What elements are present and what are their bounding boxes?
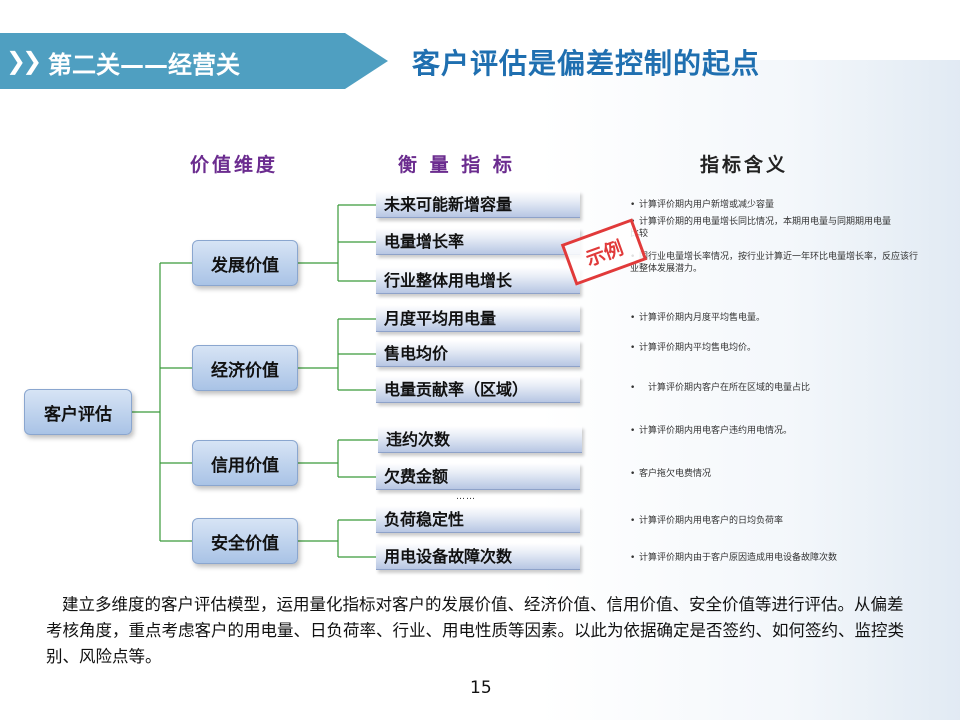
metric-item: 欠费金额 bbox=[376, 463, 580, 490]
meaning-item: •计算评价期内平均售电均价。 bbox=[630, 342, 920, 354]
bullet: • bbox=[630, 343, 636, 353]
metric-item: 电量贡献率（区域） bbox=[376, 376, 580, 403]
meaning-text: 计算评价期内用户新增或减少容量 bbox=[639, 200, 775, 210]
metric-item: 负荷稳定性 bbox=[376, 506, 580, 533]
bullet: • bbox=[630, 383, 636, 393]
dimension-label: 信用价值 bbox=[211, 455, 279, 476]
dimension-node-safety: 安全价值 bbox=[192, 518, 298, 564]
meaning-item: •计算评价期内由于客户原因造成用电设备故障次数 bbox=[630, 552, 920, 564]
metric-item: 用电设备故障次数 bbox=[376, 543, 580, 570]
column-head-metric: 衡 量 指 标 bbox=[398, 154, 515, 176]
bullet: • bbox=[630, 200, 636, 210]
meaning-text: 计算评价期内用电客户的日均负荷率 bbox=[639, 516, 784, 526]
root-node: 客户评估 bbox=[24, 389, 132, 435]
dimension-node-economic: 经济价值 bbox=[192, 345, 298, 391]
dimension-node-development: 发展价值 bbox=[192, 240, 298, 286]
meaning-item: •客户拖欠电费情况 bbox=[630, 468, 920, 480]
meaning-text: 客户拖欠电费情况 bbox=[639, 469, 712, 479]
dimension-label: 发展价值 bbox=[211, 255, 279, 276]
bullet: • bbox=[630, 553, 636, 563]
ellipsis: …… bbox=[456, 492, 476, 502]
summary-paragraph: 建立多维度的客户评估模型，运用量化指标对客户的发展价值、经济价值、信用价值、安全… bbox=[46, 595, 904, 666]
meaning-item: •计算评价期内用电客户违约用电情况。 bbox=[630, 425, 920, 437]
meaning-item: •计算评价期内月度平均售电量。 bbox=[630, 312, 920, 324]
bullet: • bbox=[630, 426, 636, 436]
meaning-text: 计算评价期内平均售电均价。 bbox=[639, 343, 757, 353]
section-banner: ❯❯ 第二关——经营关 bbox=[0, 33, 388, 89]
bullet: • bbox=[630, 469, 636, 479]
dimension-node-credit: 信用价值 bbox=[192, 440, 298, 486]
metric-item: 售电均价 bbox=[376, 340, 580, 367]
meaning-item: •计算评价期内用电客户的日均负荷率 bbox=[630, 515, 920, 527]
background-decoration bbox=[540, 60, 960, 720]
meaning-text: 同行业电量增长率情况，按行业计算近一年环比电量增长率，反应该行业整体发展潜力。 bbox=[630, 252, 919, 274]
bullet: • bbox=[630, 516, 636, 526]
root-node-label: 客户评估 bbox=[44, 404, 112, 425]
metric-item: 未来可能新增容量 bbox=[376, 191, 580, 218]
metric-item: 行业整体用电增长 bbox=[376, 267, 580, 294]
chevron-icon: ❯❯ bbox=[6, 47, 42, 75]
dimension-label: 安全价值 bbox=[211, 533, 279, 554]
meaning-item: •计算评价期的用电量增长同比情况，本期用电量与同期期用电量比较 bbox=[630, 216, 892, 240]
metric-item: 月度平均用电量 bbox=[376, 305, 580, 332]
column-head-dimension: 价值维度 bbox=[190, 154, 279, 176]
meaning-text: 计算评价期内月度平均售电量。 bbox=[639, 313, 766, 323]
meaning-text: 计算评价期的用电量增长同比情况，本期用电量与同期期用电量比较 bbox=[630, 217, 892, 239]
page-title: 客户评估是偏差控制的起点 bbox=[412, 47, 761, 80]
metric-item: 违约次数 bbox=[378, 426, 582, 453]
dimension-label: 经济价值 bbox=[211, 360, 279, 381]
metric-item: 电量增长率 bbox=[376, 228, 580, 255]
section-label: 第二关——经营关 bbox=[48, 51, 240, 79]
page-number: 15 bbox=[470, 678, 492, 698]
meaning-item: • 计算评价期内客户在所在区域的电量占比 bbox=[630, 382, 920, 394]
column-head-meaning: 指标含义 bbox=[700, 154, 789, 176]
meaning-item: •同行业电量增长率情况，按行业计算近一年环比电量增长率，反应该行业整体发展潜力。 bbox=[630, 251, 922, 275]
meaning-text: 计算评价期内用电客户违约用电情况。 bbox=[639, 426, 793, 436]
meaning-text: 计算评价期内由于客户原因造成用电设备故障次数 bbox=[639, 553, 838, 563]
meaning-text: 计算评价期内客户在所在区域的电量占比 bbox=[648, 383, 811, 393]
meaning-item: •计算评价期内用户新增或减少容量 bbox=[630, 199, 920, 211]
bullet: • bbox=[630, 313, 636, 323]
